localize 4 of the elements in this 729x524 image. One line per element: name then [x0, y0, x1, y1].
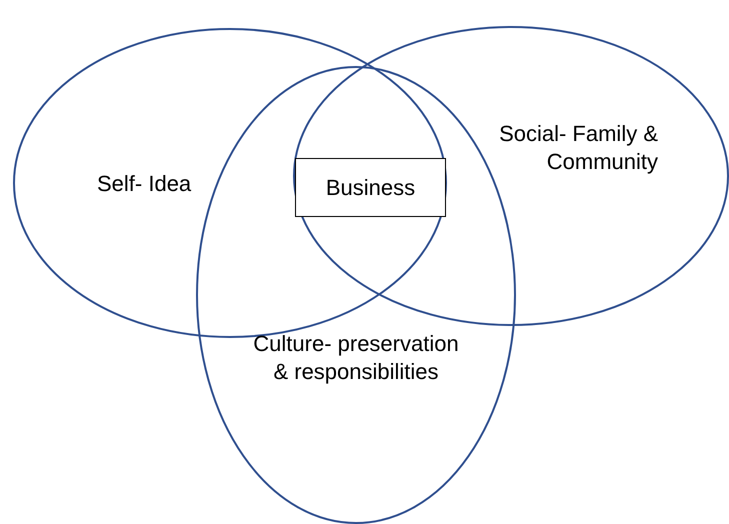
labeled-box: Business: [295, 158, 446, 217]
set-label: Social- Family & Community: [498, 120, 658, 176]
set-label: Self- Idea: [97, 170, 192, 198]
set-label: Culture- preservation & responsibilities: [252, 330, 460, 386]
